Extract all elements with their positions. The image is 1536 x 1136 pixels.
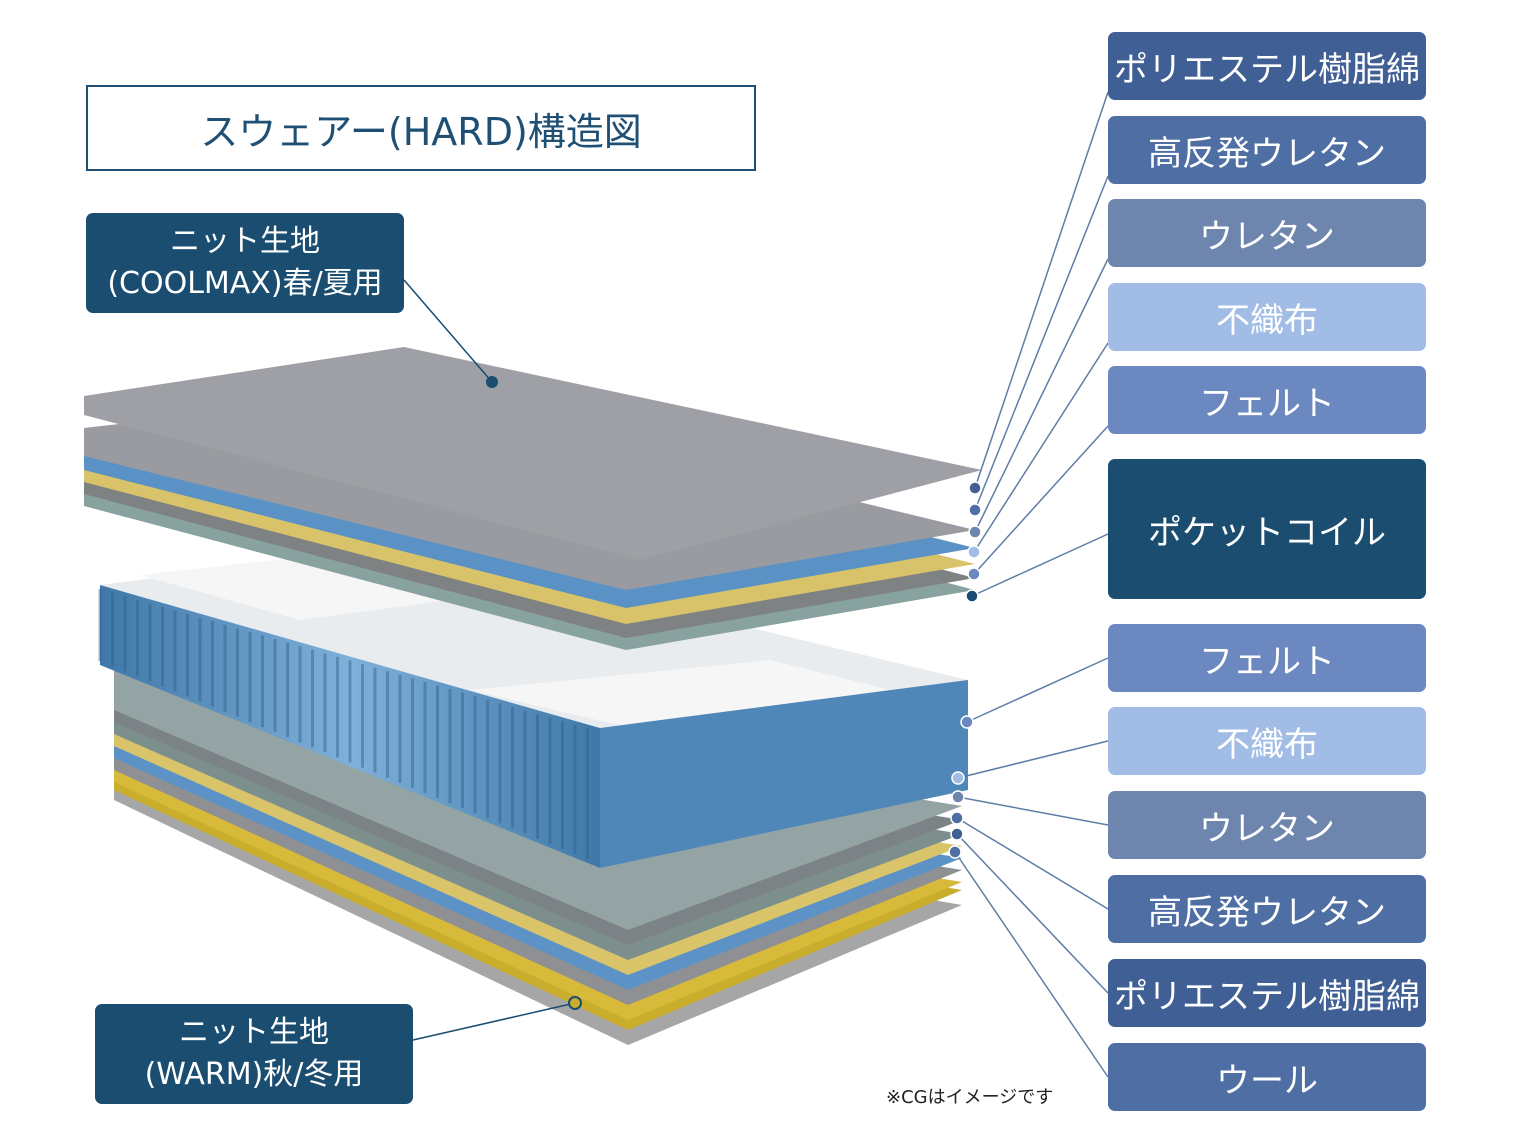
layer-label-11: ポリエステル樹脂綿 <box>1108 959 1426 1027</box>
leader-line-11 <box>956 833 1109 994</box>
knit-bottom-line1: ニット生地 <box>179 1015 329 1050</box>
leader-line-6 <box>971 533 1109 597</box>
layer-label-12: ウール <box>1108 1043 1426 1111</box>
knit-top-line2: (COOLMAX)春/夏用 <box>107 266 383 301</box>
layer-label-text: 不織布 <box>1216 300 1318 341</box>
leader-line-4 <box>973 342 1109 553</box>
layer-label-10: 高反発ウレタン <box>1108 875 1426 943</box>
layer-label-9: ウレタン <box>1108 791 1426 859</box>
pocket-coil-block <box>98 545 968 868</box>
layer-label-5: フェルト <box>1108 366 1426 434</box>
layer-label-text: ウレタン <box>1199 808 1335 849</box>
coil-front-face <box>100 585 600 868</box>
layer-label-6: ポケットコイル <box>1108 459 1426 599</box>
leader-dot-5 <box>967 567 981 581</box>
layer-label-7: フェルト <box>1108 624 1426 692</box>
layer-label-text: フェルト <box>1199 641 1335 682</box>
knit-top-callout: ニット生地 (COOLMAX)春/夏用 <box>86 213 404 313</box>
coil-side-face <box>600 680 968 868</box>
leader-line-9 <box>957 796 1109 826</box>
layer-label-text: 不織布 <box>1216 724 1318 765</box>
layer-label-4: 不織布 <box>1108 283 1426 351</box>
top-layer-stack <box>84 347 982 650</box>
layer-label-2: 高反発ウレタン <box>1108 116 1426 184</box>
leader-dot-4 <box>967 545 981 559</box>
layer-label-text: ポリエステル樹脂綿 <box>1114 49 1420 90</box>
leader-dot-10 <box>950 811 964 825</box>
layer-label-text: ウレタン <box>1199 216 1335 257</box>
layer-label-8: 不織布 <box>1108 707 1426 775</box>
layer-label-3: ウレタン <box>1108 199 1426 267</box>
cg-note: ※CGはイメージです <box>886 1087 1054 1108</box>
knit-top-dot <box>486 376 498 388</box>
leader-dot-1 <box>968 481 982 495</box>
layer-label-text: ポリエステル樹脂綿 <box>1114 976 1420 1017</box>
leader-line-12 <box>954 851 1109 1078</box>
layer-label-text: ポケットコイル <box>1148 512 1386 553</box>
knit-top-line1: ニット生地 <box>170 224 320 259</box>
leader-line-1 <box>974 91 1109 489</box>
leader-dot-2 <box>968 503 982 517</box>
leader-dot-3 <box>968 525 982 539</box>
layer-label-text: 高反発ウレタン <box>1148 133 1386 174</box>
layer-label-1: ポリエステル樹脂綿 <box>1108 32 1426 100</box>
layer-label-text: ウール <box>1216 1060 1318 1101</box>
leader-line-3 <box>974 258 1109 533</box>
knit-bottom-dot <box>568 996 582 1010</box>
layer-label-text: 高反発ウレタン <box>1148 892 1386 933</box>
leader-dot-6 <box>965 589 979 603</box>
leader-line-5 <box>973 425 1109 575</box>
leader-dot-11 <box>950 827 964 841</box>
leader-dot-9 <box>951 790 965 804</box>
leader-dot-12 <box>948 845 962 859</box>
diagram-title: スウェアー(HARD)構造図 <box>86 85 756 171</box>
knit-bottom-callout: ニット生地 (WARM)秋/冬用 <box>95 1004 413 1104</box>
leader-line-2 <box>974 175 1109 511</box>
leader-line-8 <box>957 740 1109 779</box>
knit-top-leader <box>403 279 493 383</box>
leader-dot-8 <box>951 771 965 785</box>
leader-dot-7 <box>960 715 974 729</box>
knit-bottom-leader <box>412 1002 576 1041</box>
leader-line-10 <box>956 817 1109 910</box>
leader-line-7 <box>966 657 1109 723</box>
knit-bottom-line2: (WARM)秋/冬用 <box>144 1057 364 1092</box>
layer-label-text: フェルト <box>1199 383 1335 424</box>
top-knit-layer <box>84 347 982 560</box>
